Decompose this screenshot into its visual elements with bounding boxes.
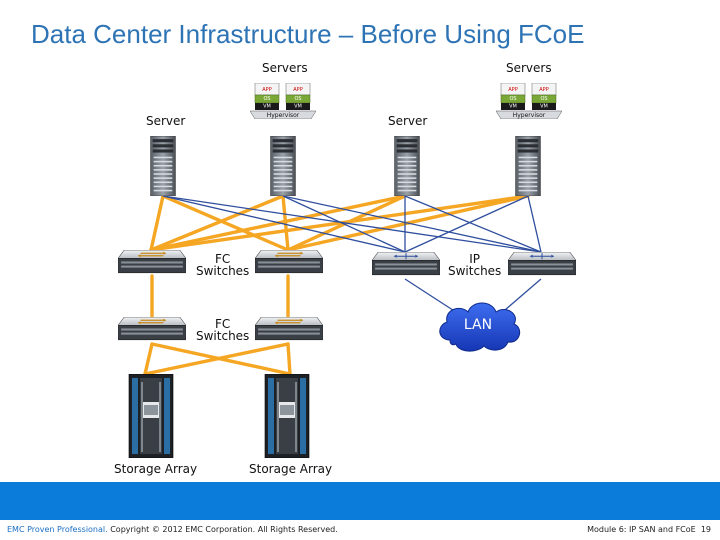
storage-array-label-left: Storage Array	[114, 462, 198, 476]
vm-label: VM	[263, 104, 271, 110]
footer-brand: EMC Proven Professional.	[7, 525, 108, 534]
server-label-middle: Server	[388, 114, 428, 128]
storage-array-label-right: Storage Array	[249, 462, 333, 476]
lan-cloud: LAN	[439, 302, 521, 352]
slide-title: Data Center Infrastructure – Before Usin…	[31, 19, 585, 49]
lan-label: LAN	[464, 317, 492, 333]
footer-module: Module 6: IP SAN and FCoE 19	[587, 525, 711, 534]
fc-switch-top-left	[118, 250, 186, 274]
app-label: APP	[293, 87, 302, 93]
footer-copyright-text: Copyright © 2012 EMC Corporation. All Ri…	[107, 525, 338, 534]
hypervisor-label: Hypervisor	[513, 112, 546, 119]
server-hypervisor-right	[496, 83, 562, 196]
os-label: OS	[509, 96, 516, 102]
vm-label: VM	[509, 104, 517, 110]
fc-switch-top-right	[255, 250, 323, 274]
hypervisor-stack-right: APP APP OS OS VM VM Hypervisor	[508, 87, 548, 119]
app-label: APP	[262, 87, 271, 93]
footer-copyright: EMC Proven Professional. Copyright © 201…	[7, 525, 338, 534]
app-label: APP	[508, 87, 517, 93]
topology-diagram: APP APP OS OS VM VM Hypervisor APP APP O…	[118, 83, 576, 458]
server-label-left: Server	[146, 114, 186, 128]
hypervisor-label: Hypervisor	[267, 112, 300, 119]
footer-module-text: Module 6: IP SAN and FCoE	[587, 525, 696, 534]
servers-label-right: Servers	[506, 61, 552, 75]
ip-switch-right	[508, 252, 576, 276]
fc-switches-label-bottom: FC Switches	[196, 317, 250, 343]
os-label: OS	[263, 96, 270, 102]
storage-array-left	[128, 374, 174, 458]
ip-switches-label: IP Switches	[448, 252, 502, 278]
fc-switch-bottom-right	[255, 317, 323, 341]
fc-links	[143, 194, 530, 376]
footer-band	[0, 482, 720, 520]
server-hypervisor-left	[250, 83, 316, 196]
server-left	[150, 136, 176, 196]
ip-switch-left	[372, 252, 440, 276]
fc-switch-bottom-left	[118, 317, 186, 341]
server-middle	[394, 136, 420, 196]
vm-label: VM	[294, 104, 302, 110]
footer-page-number: 19	[700, 525, 711, 534]
os-label: OS	[540, 96, 547, 102]
app-label: APP	[539, 87, 548, 93]
fc-switches-label-top: FC Switches	[196, 252, 250, 278]
storage-array-right	[264, 374, 310, 458]
ip-links	[162, 195, 542, 317]
hypervisor-stack-left: APP APP OS OS VM VM Hypervisor	[262, 87, 302, 119]
vm-label: VM	[540, 104, 548, 110]
os-label: OS	[294, 96, 301, 102]
servers-label-left: Servers	[262, 61, 308, 75]
